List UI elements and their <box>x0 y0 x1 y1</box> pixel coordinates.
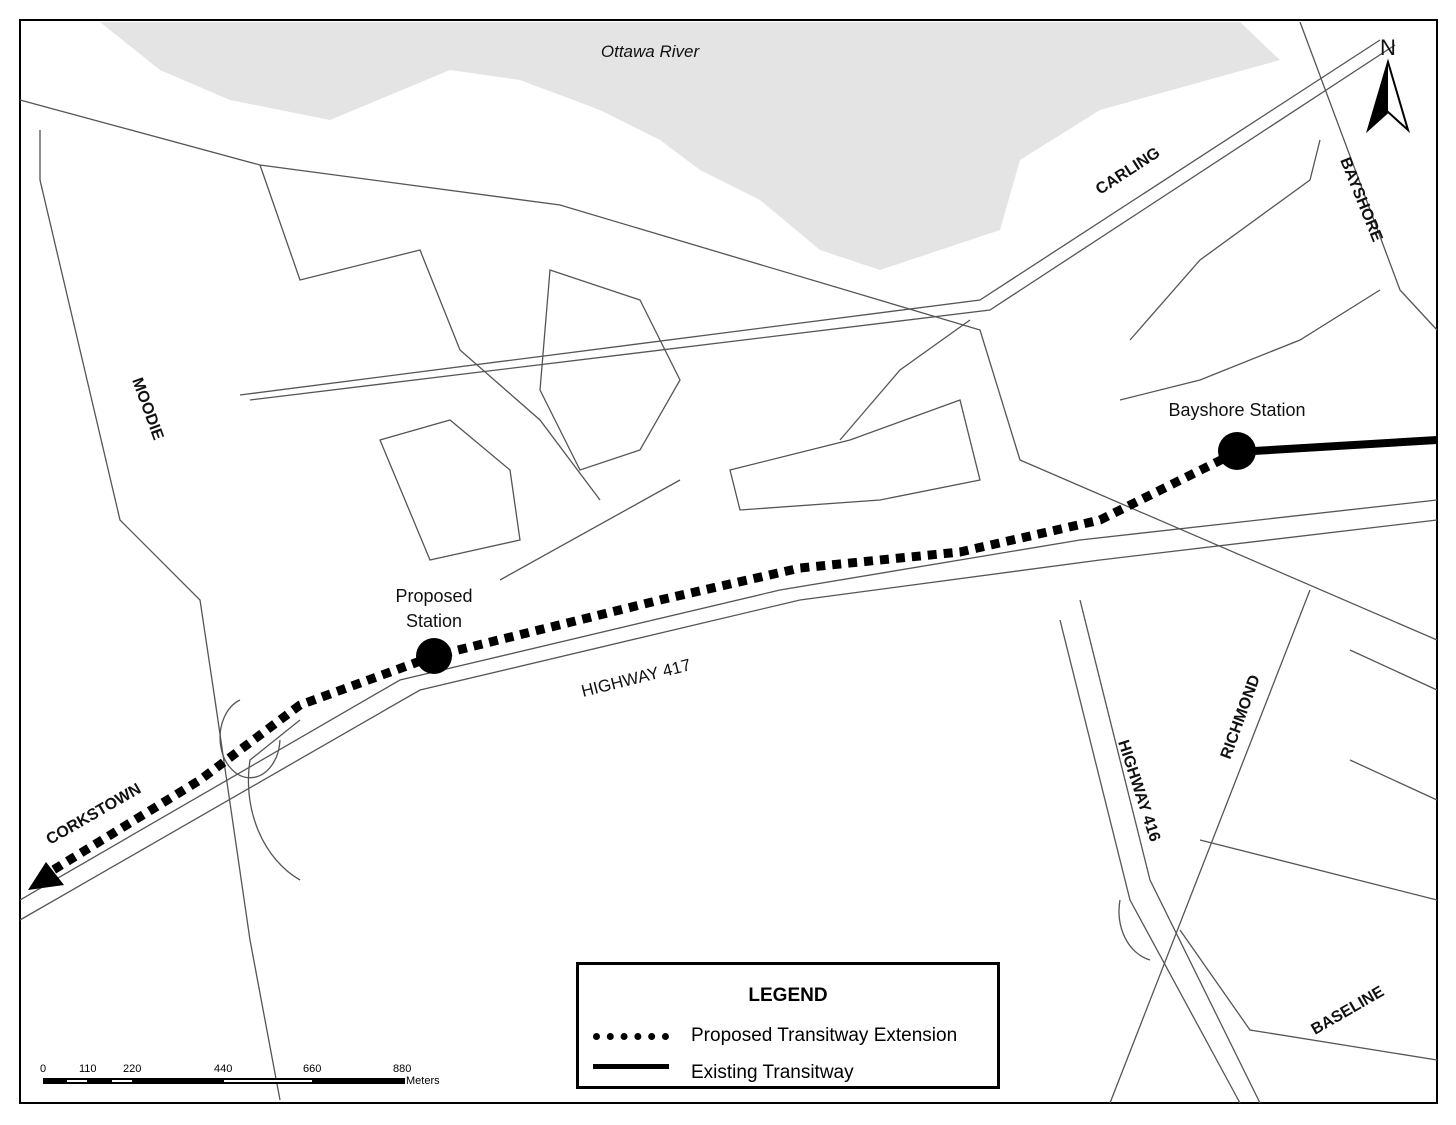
scale-tick-0: 0 <box>40 1063 47 1075</box>
scale-tick-660: 660 <box>303 1063 322 1075</box>
proposed-station-label-1: Proposed <box>395 586 472 606</box>
proposed-transitway-extension-line <box>42 447 1240 879</box>
scale-unit: Meters <box>406 1075 440 1087</box>
bayshore-station-label: Bayshore Station <box>1168 400 1305 420</box>
bayshore-station-marker <box>1218 432 1256 470</box>
solid-line-symbol <box>593 1063 669 1069</box>
scale-tick-440: 440 <box>214 1063 233 1075</box>
map-frame <box>19 19 1438 1104</box>
legend-title: LEGEND <box>748 985 828 1006</box>
road-network <box>19 21 1438 1104</box>
scale-tick-110: 110 <box>79 1063 97 1075</box>
north-label: N <box>1380 35 1396 60</box>
direction-arrow-icon <box>28 862 64 890</box>
scale-bar <box>43 1078 405 1084</box>
legend: LEGEND Proposed Transitway Extension Exi… <box>576 962 1000 1089</box>
island <box>860 190 975 262</box>
legend-item-proposed: Proposed Transitway Extension <box>593 1025 957 1047</box>
legend-label: Existing Transitway <box>691 1062 854 1083</box>
dotted-line-symbol <box>593 1032 669 1040</box>
scale-tick-220: 220 <box>123 1063 142 1075</box>
north-arrow: N <box>1366 35 1410 134</box>
scale-tick-880: 880 <box>393 1063 412 1075</box>
ottawa-river-water <box>100 22 1280 270</box>
legend-item-existing: Existing Transitway <box>593 1062 854 1084</box>
existing-transitway-line <box>1236 436 1438 456</box>
water-label: Ottawa River <box>601 42 701 61</box>
proposed-station-label-2: Station <box>406 611 462 631</box>
proposed-station-marker <box>416 638 452 674</box>
legend-label: Proposed Transitway Extension <box>691 1025 958 1046</box>
transit-lines <box>28 432 1438 890</box>
